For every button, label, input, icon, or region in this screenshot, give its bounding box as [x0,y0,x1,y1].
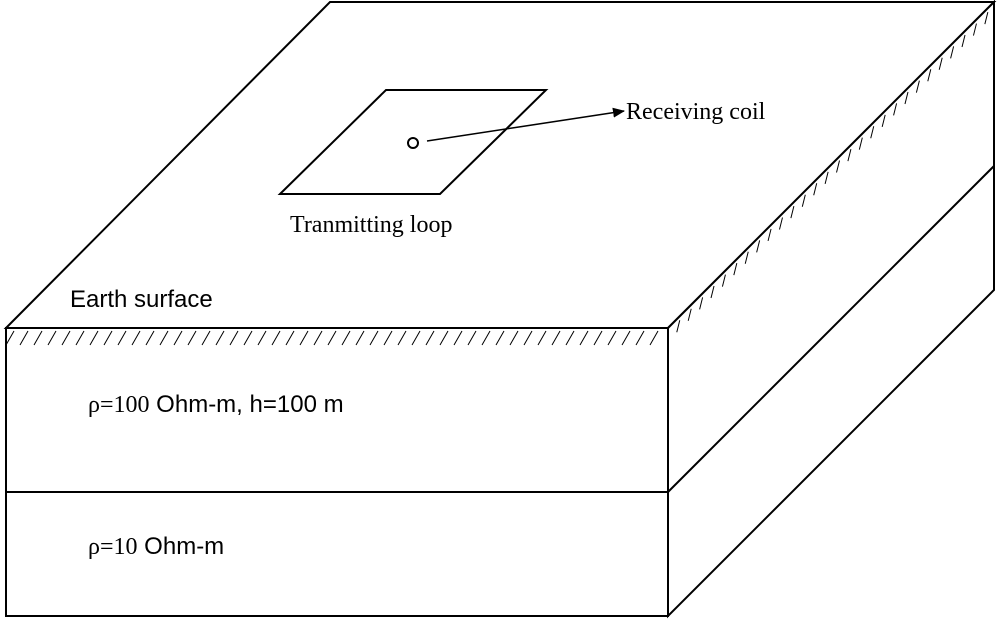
hatch-mark [467,330,477,346]
layer-2-rho-value: 10 [114,534,138,560]
hatch-mark [733,263,738,276]
layer-1-properties: Ohm-m, h=100 m [150,391,344,418]
receiving-coil-label: Receiving coil [626,99,766,125]
layer-1-rho-value: 100 [114,392,150,418]
hatch-mark [551,330,561,346]
surface-hatching-side [676,12,989,333]
earth-surface-label: Earth surface [70,286,213,313]
layer-boundary-side [667,165,995,493]
hatch-mark [721,274,726,287]
hatch-mark [187,330,197,346]
receiving-coil-arrow [426,107,625,142]
hatch-mark [649,330,659,346]
hatch-mark [453,330,463,346]
hatch-mark [676,320,681,333]
hatch-mark [229,330,239,346]
hatch-mark [327,330,337,346]
hatch-mark [33,330,43,346]
hatch-mark [778,217,783,230]
hatch-mark [984,12,989,25]
hatch-mark [836,160,841,173]
hatch-mark [537,330,547,346]
hatch-mark [870,126,875,139]
hatch-mark [635,330,645,346]
hatch-mark [61,330,71,346]
hatch-mark [117,330,127,346]
hatch-mark [19,330,29,346]
hatch-mark [383,330,393,346]
hatch-mark [950,46,955,59]
hatch-mark [173,330,183,346]
hatch-mark [881,114,886,127]
hatch-mark [313,330,323,346]
hatch-mark [579,330,589,346]
hatch-mark [299,330,309,346]
hatch-mark [858,137,863,150]
hatch-mark [565,330,575,346]
hatch-mark [801,194,806,207]
hatch-mark [131,330,141,346]
transmitting-loop-label: Tranmitting loop [290,212,452,238]
surface-hatching-front [5,330,659,346]
hatch-mark [607,330,617,346]
hatch-mark [961,34,966,48]
hatch-mark [621,330,631,346]
receiving-coil-icon [407,137,419,149]
hatch-mark [927,69,932,82]
hatch-mark [790,205,795,219]
hatch-mark [355,330,365,346]
hatch-mark [813,183,818,196]
hatch-mark [509,330,519,346]
hatch-mark [425,330,435,346]
hatch-mark [103,330,113,346]
hatch-mark [744,251,749,264]
hatch-mark [215,330,225,346]
right-side-face [667,0,995,619]
hatch-mark [523,330,533,346]
layer-2-rho-symbol: ρ= [88,534,114,560]
hatch-mark [904,91,909,105]
hatch-mark [824,171,829,185]
hatch-mark [89,330,99,346]
hatch-mark [767,228,772,242]
hatch-mark [710,285,715,299]
layer-1-rho-symbol: ρ= [88,392,114,418]
hatch-mark [201,330,211,346]
hatch-mark [481,330,491,346]
hatch-mark [369,330,379,346]
hatch-mark [75,330,85,346]
hatch-mark [257,330,267,346]
hatch-mark [756,240,761,253]
hatch-mark [411,330,421,346]
hatch-mark [699,297,704,310]
layer-1-label: ρ=100 Ohm-m, h=100 m [88,391,344,418]
hatch-mark [341,330,351,346]
hatch-mark [938,57,943,70]
hatch-mark [47,330,57,346]
hatch-mark [847,148,852,162]
hatch-mark [243,330,253,346]
hatch-mark [593,330,603,346]
hatch-mark [271,330,281,346]
hatch-mark [687,308,692,321]
hatch-mark [495,330,505,346]
hatch-mark [893,103,898,116]
hatch-mark [972,23,977,36]
transmitting-loop [277,89,549,195]
hatch-mark [439,330,449,346]
hatch-mark [915,80,920,93]
hatch-mark [285,330,295,346]
layer-2-label: ρ=10 Ohm-m [88,533,224,560]
hatch-mark [397,330,407,346]
hatch-mark [159,330,169,346]
layer-2-properties: Ohm-m [138,533,225,560]
hatch-mark [145,330,155,346]
hatch-mark [5,330,15,346]
front-face [5,327,669,617]
